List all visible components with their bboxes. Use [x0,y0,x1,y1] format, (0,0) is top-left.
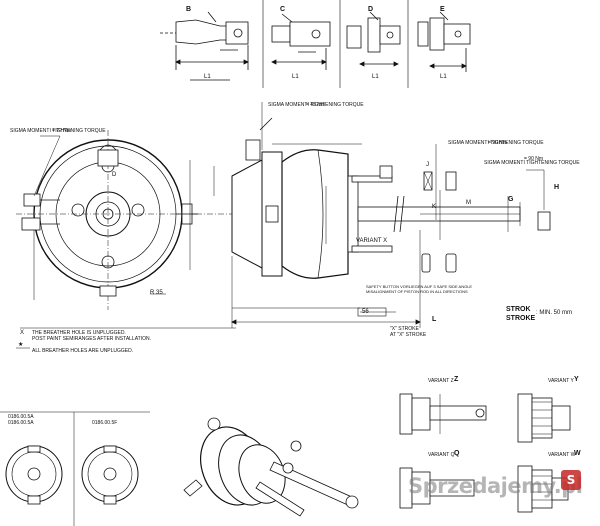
note-breather-2: POST PAINT SEMIRANGES AFTER INSTALLATION… [32,336,152,342]
detail-view-frames [262,0,409,88]
watermark-logo-icon: S [561,470,581,490]
variant-z-letter: Z [454,376,459,383]
stroke-value: : MIN. 50 mm [536,310,573,316]
torque-value-right1: = 90 Nm [488,140,508,146]
variant-q-title: VARIANT Q [428,452,455,458]
variant-y [517,393,571,443]
variant-w-title: VARIANT W [548,452,576,458]
dim-m-label: M [466,200,471,206]
torque-label-left: SIGMA MOMENTI TIGHTENING TORQUE [10,128,106,134]
torque-label-right2: SIGMA MOMENTI TIGHTENING TORQUE [484,160,580,166]
dim-g-label: G [508,196,514,203]
dim-h-label: H [554,184,560,191]
variant-x-label: VARIANT X [356,238,388,244]
code-1: 0186.00.5A [8,414,34,420]
note-breather-1: THE BREATHER HOLE IS UNPLUGGED. [32,330,126,336]
bottom-left-views [0,411,150,526]
front-view-chamber [16,130,198,310]
note-symbol: ★ [18,342,24,348]
detail-c-l1: L1 [292,74,299,80]
clevis-details [421,169,551,273]
torque-label-right1: SIGMA MOMENTI TIGHTENING TORQUE [448,140,544,146]
note-center: SAFETY BUTTON VORLIEGEN AUF 3 SAFE SIDE … [366,284,473,294]
detail-b-label: B [186,6,192,13]
detail-d-l1: L1 [372,74,379,80]
dim-d-label: D [112,172,117,178]
variant-q [399,467,475,509]
detail-d-clevis [346,11,401,67]
torque-label-top: SIGMA MOMENTI TIGHTENING TORQUE [268,102,364,108]
variant-y-title: VARIANT Y [548,378,574,384]
isometric-view [183,417,359,517]
detail-c-fork [271,13,331,70]
detail-e-clevis [417,11,471,72]
note-arrow: X [20,330,25,336]
detail-b-l1: L1 [204,74,211,80]
variant-y-letter: Y [574,376,579,383]
detail-d-label: D [368,6,374,13]
stroke-line2: STROKE [506,315,536,322]
stroke-line1: STROK [506,306,531,313]
code-2: 0186.00.5A [8,420,34,426]
variant-z-title: VARIANT Z [428,378,454,384]
side-view-chamber [196,102,521,328]
detail-e-label: E [440,6,445,13]
variant-z [399,393,487,435]
detail-b-fork [160,11,249,81]
x-stroke-label-2: AT "X" STROKE [390,332,427,338]
variant-w-letter: W [574,450,581,457]
dim-j-label: J [426,162,429,168]
variant-q-letter: Q [454,450,460,457]
dim-k-label: K [432,204,437,210]
torque-value-left: = ?? Nm [52,128,72,134]
detail-e-l1: L1 [440,74,447,80]
note-breather-3: ALL BREATHER HOLES ARE UNPLUGGED. [32,348,134,354]
torque-value-right2: = 90 Nm [524,156,544,162]
x-stroke-label: "X" STROKE [390,326,419,332]
dim-r-label: R 35 [150,290,163,296]
torque-value-top: = 45 Nm [306,102,326,108]
dim-l-label: L [432,316,437,323]
watermark-text: Sprzedajemy.pl [408,474,583,498]
variant-w [517,465,569,513]
detail-c-label: C [280,6,286,13]
dim-ref-label: 56 [362,309,369,315]
code-3: 0186.00.5F [92,420,118,426]
